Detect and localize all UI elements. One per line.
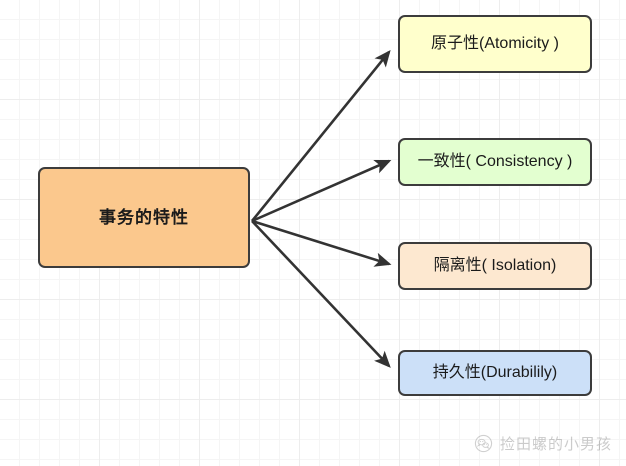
node-consistency-label: 一致性( Consistency ) (417, 153, 573, 170)
node-consistency[interactable]: 一致性( Consistency ) (398, 138, 592, 186)
node-atomicity-label: 原子性(Atomicity ) (430, 35, 559, 52)
connector-to-atomicity (250, 49, 391, 222)
node-durability[interactable]: 持久性(Durabilily) (398, 350, 592, 396)
connector-to-durability (251, 220, 391, 368)
wechat-icon (474, 434, 493, 453)
watermark-text: 捡田螺的小男孩 (499, 436, 612, 453)
node-root-transaction-properties[interactable]: 事务的特性 (38, 167, 250, 268)
connector-to-consistency (251, 159, 392, 223)
node-isolation-label: 隔离性( Isolation) (433, 257, 557, 274)
watermark: 捡田螺的小男孩 (474, 433, 612, 454)
connector-to-isolation (251, 219, 392, 267)
node-root-label: 事务的特性 (99, 207, 189, 227)
node-isolation[interactable]: 隔离性( Isolation) (398, 242, 592, 290)
node-atomicity[interactable]: 原子性(Atomicity ) (398, 15, 592, 73)
node-durability-label: 持久性(Durabilily) (432, 364, 558, 381)
